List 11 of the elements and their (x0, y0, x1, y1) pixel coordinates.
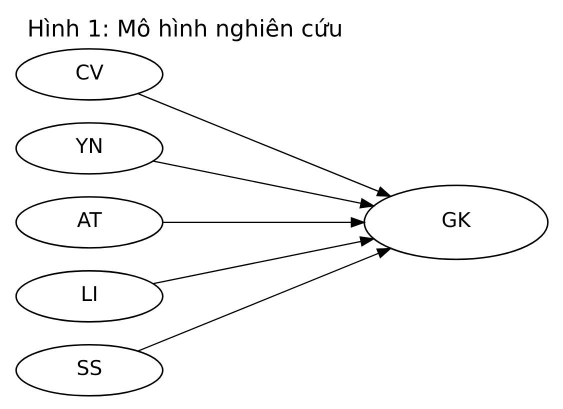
arrow (137, 93, 392, 197)
node-ellipse: LI (14, 270, 164, 323)
arrow (162, 217, 366, 228)
arrow (152, 236, 375, 284)
node-ellipse: YN (14, 122, 164, 175)
arrow (137, 248, 392, 352)
node-ellipse: AT (14, 196, 164, 249)
node-ellipse: CV (14, 48, 164, 101)
node-ellipse: SS (14, 344, 164, 397)
diagram-title: Hình 1: Mô hình nghiên cứu (26, 16, 342, 43)
arrow (152, 160, 375, 208)
